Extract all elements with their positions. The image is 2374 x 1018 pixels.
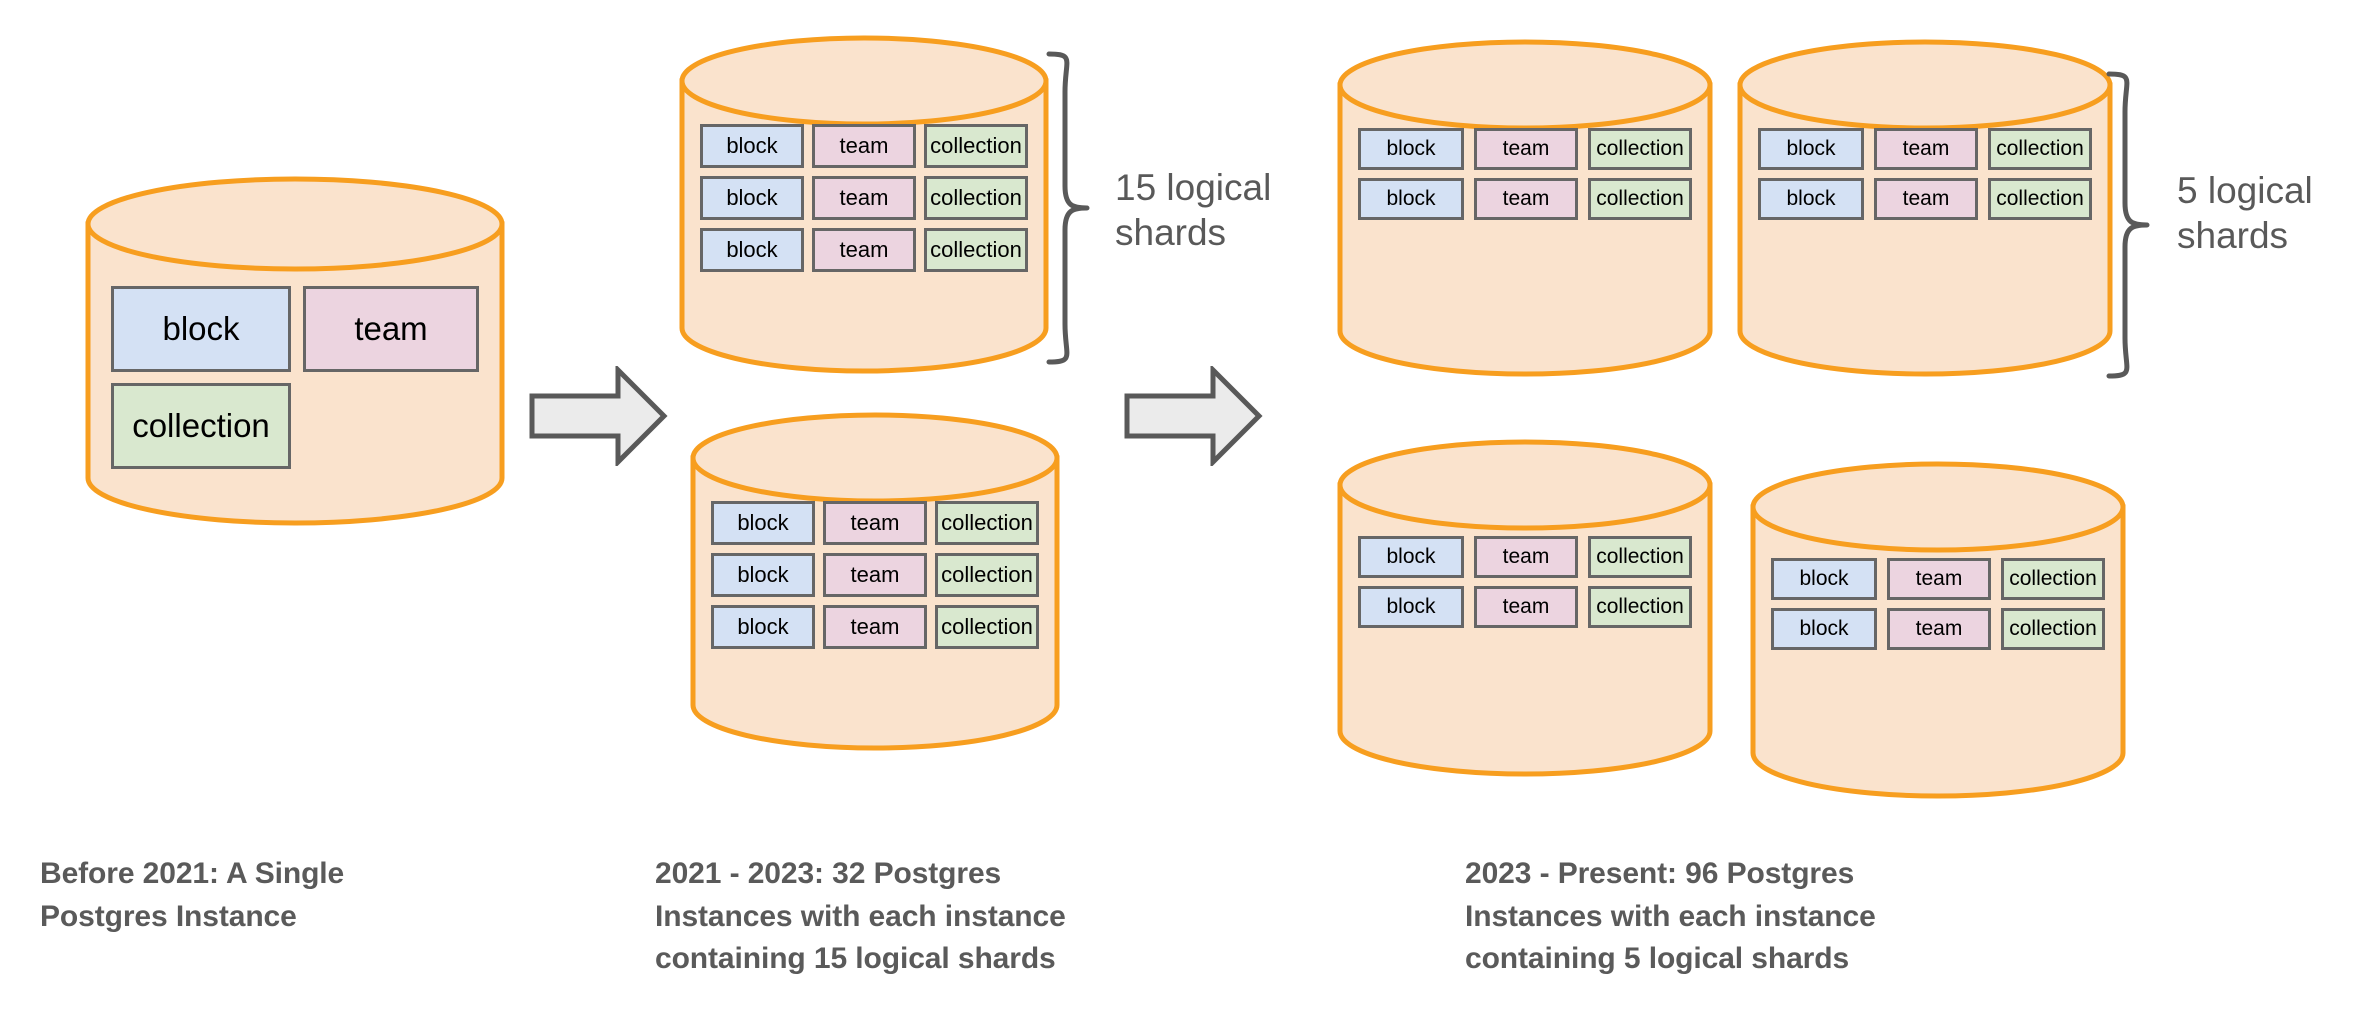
shard-block[interactable]: block: [1358, 586, 1464, 628]
shard-collection[interactable]: collection: [935, 605, 1039, 649]
shard-team[interactable]: team: [1887, 608, 1991, 650]
shard-collection[interactable]: collection: [1988, 128, 2092, 170]
shard-row: block team collection: [1358, 128, 1692, 170]
shard-team[interactable]: team: [1874, 178, 1978, 220]
shard-collection[interactable]: collection: [924, 124, 1028, 168]
shard-team[interactable]: team: [1474, 586, 1578, 628]
shard-collection[interactable]: collection: [2001, 558, 2105, 600]
shard-collection[interactable]: collection: [2001, 608, 2105, 650]
shard-block[interactable]: block: [1358, 128, 1464, 170]
stage3-cylinder-3: block team collection block team collect…: [1337, 438, 1713, 778]
shard-team[interactable]: team: [1474, 128, 1578, 170]
shard-collection[interactable]: collection: [924, 176, 1028, 220]
stage2-shards-label: 15 logical shards: [1115, 167, 1272, 254]
shard-grid: block team collection block team collect…: [679, 124, 1049, 272]
shard-team[interactable]: team: [1474, 536, 1578, 578]
stage1-cylinder-1: block team collection: [85, 176, 505, 526]
shard-team[interactable]: team: [823, 605, 927, 649]
shard-row: block team: [111, 286, 479, 372]
shard-block[interactable]: block: [1358, 536, 1464, 578]
shard-block[interactable]: block: [700, 124, 804, 168]
shard-grid: block team collection block team collect…: [1750, 558, 2126, 650]
stage3-caption: 2023 - Present: 96 Postgres Instances wi…: [1465, 857, 1876, 976]
shard-row: block team collection: [1758, 178, 2092, 220]
shard-collection[interactable]: collection: [1588, 536, 1692, 578]
shard-row: block team collection: [1358, 586, 1692, 628]
shard-block[interactable]: block: [700, 228, 804, 272]
shard-collection[interactable]: collection: [1588, 128, 1692, 170]
shard-block[interactable]: block: [1771, 608, 1877, 650]
stage3-shards-label: 5 logical shards: [2177, 170, 2313, 257]
stage3-cylinder-4: block team collection block team collect…: [1750, 460, 2126, 800]
stage2-cylinder-1: block team collection block team collect…: [679, 35, 1049, 376]
shard-collection[interactable]: collection: [1588, 586, 1692, 628]
shard-team[interactable]: team: [823, 553, 927, 597]
shard-team[interactable]: team: [823, 501, 927, 545]
shard-row: block team collection: [1758, 128, 2092, 170]
shard-grid: block team collection block team collect…: [1337, 128, 1713, 220]
shard-block[interactable]: block: [1758, 178, 1864, 220]
stage2-caption: 2021 - 2023: 32 Postgres Instances with …: [655, 857, 1066, 976]
shard-block[interactable]: block: [1358, 178, 1464, 220]
shard-team[interactable]: team: [812, 228, 916, 272]
shard-row: block team collection: [1771, 608, 2105, 650]
shard-row: block team collection: [700, 228, 1028, 272]
shard-row: block team collection: [711, 501, 1039, 545]
stage3-cylinder-2: block team collection block team collect…: [1737, 38, 2113, 378]
shard-row: block team collection: [1358, 536, 1692, 578]
shard-collection[interactable]: collection: [935, 553, 1039, 597]
shard-collection[interactable]: collection: [935, 501, 1039, 545]
shard-grid: block team collection block team collect…: [1337, 536, 1713, 628]
shard-team[interactable]: team: [1474, 178, 1578, 220]
shard-block[interactable]: block: [1771, 558, 1877, 600]
shard-block[interactable]: block: [711, 605, 815, 649]
shard-team[interactable]: team: [1887, 558, 1991, 600]
arrow-stage1-to-stage2: [528, 363, 668, 469]
shard-block[interactable]: block: [1758, 128, 1864, 170]
shard-block[interactable]: block: [711, 501, 815, 545]
stage2-cylinder-2: block team collection block team collect…: [690, 412, 1060, 753]
shard-grid: block team collection block team collect…: [1737, 128, 2113, 220]
shard-block[interactable]: block: [111, 286, 291, 372]
shard-row: collection: [111, 383, 291, 469]
shard-grid: block team collection block team collect…: [690, 501, 1060, 649]
shard-collection[interactable]: collection: [924, 228, 1028, 272]
shard-row: block team collection: [700, 124, 1028, 168]
shard-collection[interactable]: collection: [1988, 178, 2092, 220]
shard-row: block team collection: [1358, 178, 1692, 220]
shard-block[interactable]: block: [700, 176, 804, 220]
stage2-shards-brace: [1043, 50, 1113, 366]
stage3-shards-brace: [2103, 70, 2173, 380]
shard-grid: block team collection: [85, 286, 505, 469]
shard-team[interactable]: team: [812, 124, 916, 168]
shard-collection[interactable]: collection: [111, 383, 291, 469]
arrow-stage2-to-stage3: [1123, 363, 1263, 469]
shard-row: block team collection: [1771, 558, 2105, 600]
shard-row: block team collection: [711, 553, 1039, 597]
shard-collection[interactable]: collection: [1588, 178, 1692, 220]
shard-row: block team collection: [700, 176, 1028, 220]
shard-team[interactable]: team: [812, 176, 916, 220]
stage3-cylinder-1: block team collection block team collect…: [1337, 38, 1713, 378]
shard-row: block team collection: [711, 605, 1039, 649]
shard-team[interactable]: team: [303, 286, 479, 372]
shard-block[interactable]: block: [711, 553, 815, 597]
shard-team[interactable]: team: [1874, 128, 1978, 170]
stage1-caption: Before 2021: A Single Postgres Instance: [40, 857, 345, 933]
